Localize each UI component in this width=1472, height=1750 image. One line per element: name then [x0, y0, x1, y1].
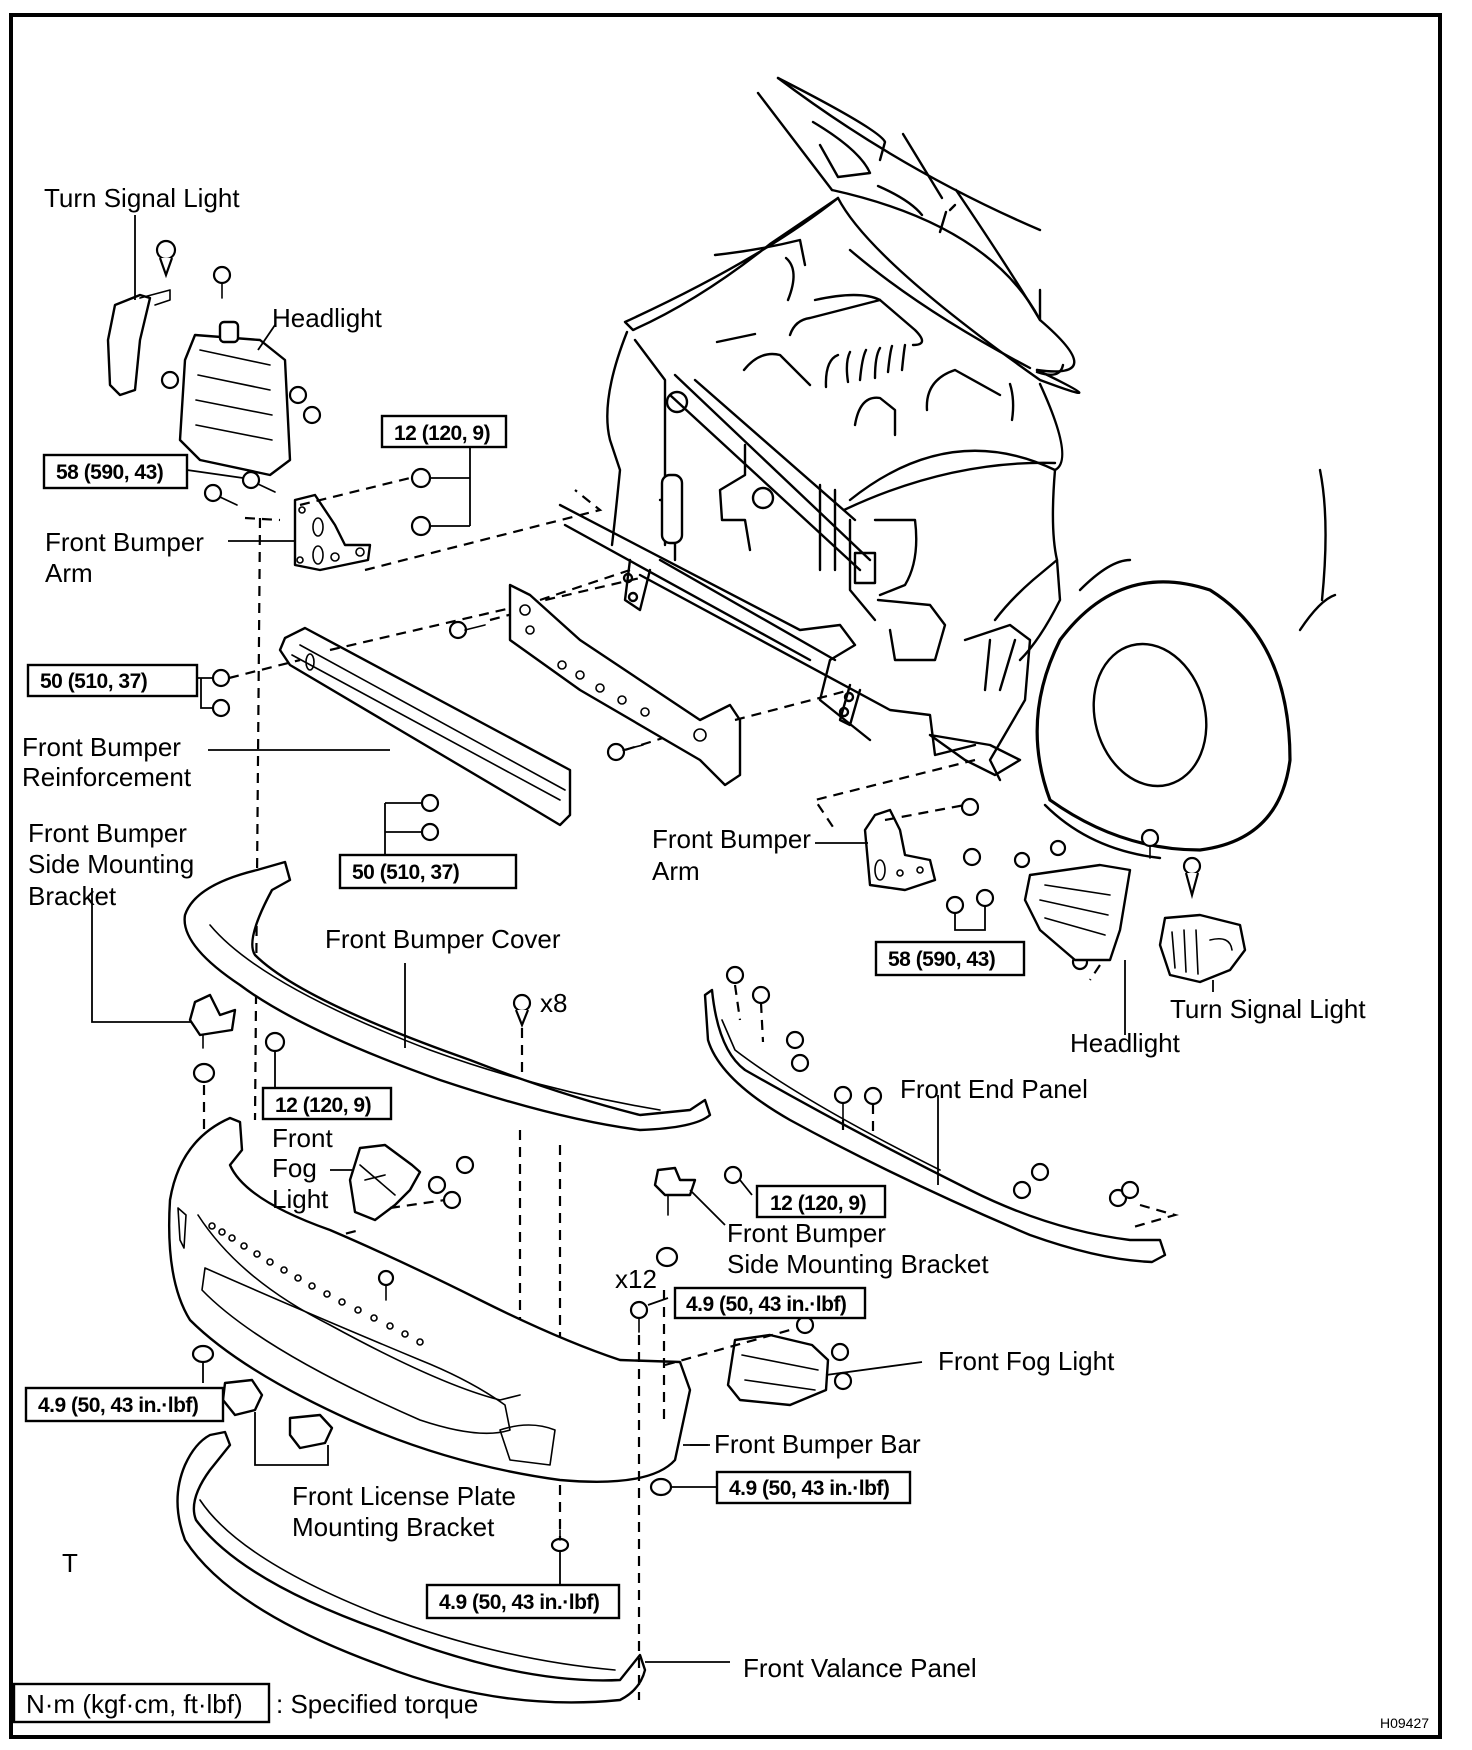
torque-spec-bar-nut-right: 4.9 (50, 43 in.·lbf)	[715, 1470, 912, 1505]
torque-legend: N·m (kgf·cm, ft·lbf) : Specified torque	[12, 1682, 478, 1724]
torque-spec-valance-bolt: 4.9 (50, 43 in.·lbf)	[425, 1583, 621, 1620]
svg-text:58 (590, 43): 58 (590, 43)	[888, 948, 995, 971]
torque-spec-bar-bolt-x12: 4.9 (50, 43 in.·lbf)	[673, 1286, 867, 1320]
torque-spec-reinforcement-nut-center: 50 (510, 37)	[338, 853, 518, 890]
figure-code: H09427	[1380, 1715, 1429, 1731]
bolt-icon	[203, 467, 432, 537]
torque-spec-side-bracket-nut-right: 12 (120, 9)	[755, 1184, 887, 1219]
side-mounting-bracket-right-part	[653, 1166, 697, 1268]
corner-mark: T	[62, 1548, 78, 1578]
label-front-fog-light-left-2: Fog	[272, 1153, 317, 1183]
label-front-bumper-arm-left: Front Bumper	[45, 527, 204, 557]
front-bumper-bar-part	[167, 1116, 692, 1483]
front-panel-bracket-part	[508, 583, 742, 787]
label-turn-signal-light-right: Turn Signal Light	[1170, 994, 1366, 1024]
front-bumper-cover-part	[183, 860, 712, 1132]
label-headlight-right: Headlight	[1070, 1028, 1181, 1058]
label-side-mounting-bracket-right: Front Bumper	[727, 1218, 886, 1248]
svg-text:4.9 (50, 43 in.·lbf): 4.9 (50, 43 in.·lbf)	[729, 1477, 889, 1500]
bolt-icon	[629, 1300, 649, 1333]
label-bolt-count-x12: x12	[615, 1264, 657, 1294]
label-headlight-left: Headlight	[272, 303, 383, 333]
svg-text:12 (120, 9): 12 (120, 9)	[394, 422, 490, 445]
front-bumper-reinforcement-part	[278, 626, 572, 827]
front-fog-light-right-part	[726, 1315, 853, 1407]
label-license-plate-bracket-2: Mounting Bracket	[292, 1512, 495, 1542]
label-front-bumper-arm-left-2: Arm	[45, 558, 93, 588]
bolt-icon	[550, 1529, 570, 1553]
legend-unit-box: N·m (kgf·cm, ft·lbf)	[26, 1689, 243, 1719]
license-plate-bracket-part	[221, 1378, 334, 1450]
label-side-mounting-bracket-left-3: Bracket	[28, 881, 117, 911]
torque-spec-side-bracket-nut-left: 12 (120, 9)	[261, 1086, 393, 1121]
fastener-clip-icon	[155, 239, 322, 425]
bumper-bar-holes	[208, 1222, 424, 1346]
bolt-icon	[725, 965, 1140, 1208]
front-bumper-arm-right-part	[863, 808, 937, 892]
diagram-frame	[9, 13, 1442, 1739]
label-front-bumper-reinforcement-2: Reinforcement	[22, 762, 192, 792]
torque-spec-arm-bolt-left: 58 (590, 43)	[42, 453, 189, 490]
label-side-mounting-bracket-left-2: Side Mounting	[28, 849, 194, 879]
front-fog-light-left-part	[348, 1143, 475, 1222]
torque-spec-arm-bolt-right: 58 (590, 43)	[874, 940, 1026, 977]
svg-text:4.9 (50, 43 in.·lbf): 4.9 (50, 43 in.·lbf)	[38, 1394, 198, 1417]
label-front-bumper-bar: Front Bumper Bar	[714, 1429, 921, 1459]
label-front-end-panel: Front End Panel	[900, 1074, 1088, 1104]
nut-icon	[723, 1165, 743, 1185]
label-front-bumper-arm-right-2: Arm	[652, 856, 700, 886]
label-license-plate-bracket: Front License Plate	[292, 1481, 516, 1511]
label-front-valance-panel: Front Valance Panel	[743, 1653, 977, 1683]
label-front-fog-light-left-3: Light	[272, 1184, 329, 1214]
label-side-mounting-bracket-left: Front Bumper	[28, 818, 187, 848]
svg-text:12 (120, 9): 12 (120, 9)	[770, 1192, 866, 1215]
svg-text:50 (510, 37): 50 (510, 37)	[352, 861, 459, 884]
torque-spec-license-bracket-nut: 4.9 (50, 43 in.·lbf)	[24, 1386, 225, 1423]
headlight-right-part	[1023, 863, 1132, 962]
nut-icon	[191, 1344, 215, 1364]
torque-spec-reinforcement-nut-left: 50 (510, 37)	[26, 663, 199, 698]
label-clip-count-x8: x8	[540, 988, 567, 1018]
turn-signal-light-right-part	[1158, 913, 1247, 984]
front-valance-panel-part	[176, 1430, 647, 1704]
label-front-fog-light-left: Front	[272, 1123, 333, 1153]
clip-icon	[512, 993, 532, 1028]
svg-text:4.9 (50, 43 in.·lbf): 4.9 (50, 43 in.·lbf)	[686, 1293, 846, 1316]
label-front-fog-light-right: Front Fog Light	[938, 1346, 1115, 1376]
label-front-bumper-arm-right: Front Bumper	[652, 824, 811, 854]
svg-text:50 (510, 37): 50 (510, 37)	[40, 670, 147, 693]
label-front-bumper-cover: Front Bumper Cover	[325, 924, 561, 954]
legend-unit-meaning: : Specified torque	[276, 1689, 478, 1719]
front-bumper-arm-left-part	[293, 493, 372, 572]
label-side-mounting-bracket-right-2: Side Mounting Bracket	[727, 1249, 989, 1279]
headlight-left-part	[178, 320, 292, 477]
side-mounting-bracket-left-part	[188, 993, 237, 1084]
svg-text:4.9 (50, 43 in.·lbf): 4.9 (50, 43 in.·lbf)	[439, 1591, 599, 1614]
front-end-panel-part	[703, 988, 1167, 1264]
torque-spec-arm-nut-left: 12 (120, 9)	[380, 414, 508, 449]
vehicle-body-drawing	[558, 76, 1337, 860]
svg-text:12 (120, 9): 12 (120, 9)	[275, 1094, 371, 1117]
label-front-bumper-reinforcement: Front Bumper	[22, 732, 181, 762]
label-turn-signal-light-left: Turn Signal Light	[44, 183, 240, 213]
nut-icon	[649, 1477, 673, 1497]
svg-text:58 (590, 43): 58 (590, 43)	[56, 461, 163, 484]
nut-icon	[264, 1031, 286, 1053]
bolt-icon	[377, 1269, 395, 1301]
turn-signal-light-left-part	[106, 215, 171, 397]
